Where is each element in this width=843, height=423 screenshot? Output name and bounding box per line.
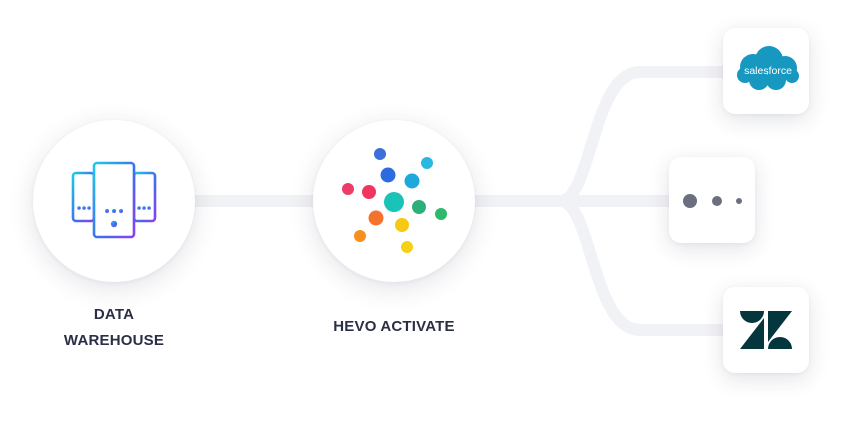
hevo-dots-logo-icon xyxy=(342,148,447,253)
server-rack-icon xyxy=(71,161,157,239)
salesforce-destination-card: salesforce xyxy=(723,28,809,114)
more-destinations-card xyxy=(669,157,755,243)
zendesk-logo xyxy=(740,311,792,349)
zendesk-destination-card xyxy=(723,287,809,373)
hevo-activate-node xyxy=(313,120,475,282)
salesforce-logo-text: salesforce xyxy=(744,65,792,77)
connector-branch-zendesk xyxy=(558,195,728,336)
more-dots-icon xyxy=(683,194,742,208)
data-warehouse-node xyxy=(33,120,195,282)
connector-branch-salesforce xyxy=(558,66,728,207)
salesforce-cloud-logo: salesforce xyxy=(737,46,799,90)
hevo-activate-label: HEVO ACTIVATE xyxy=(333,318,455,335)
data-warehouse-label: DATA WAREHOUSE xyxy=(63,306,165,349)
